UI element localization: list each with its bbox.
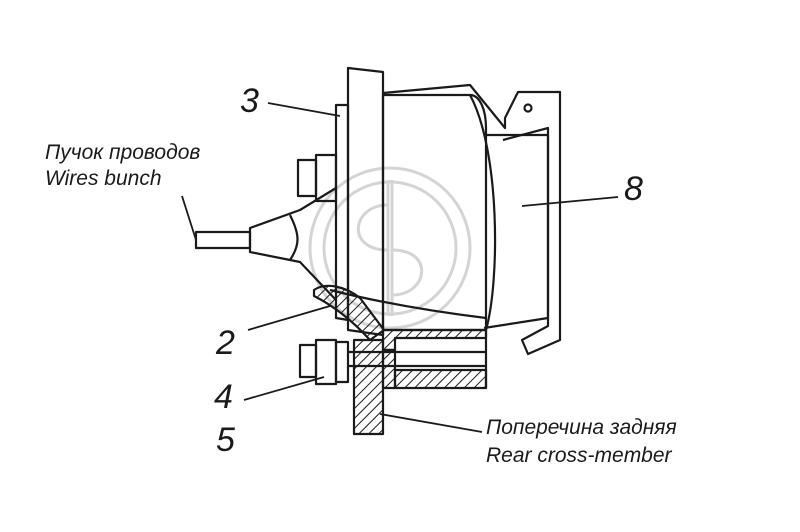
watermark-logo [308,166,472,330]
mounting-bracket [382,83,562,356]
callout-2: 2 [216,324,235,362]
lower-housing-section [393,368,488,390]
callout-3: 3 [240,82,259,120]
leader-wires [181,195,197,241]
cross-member-web [381,348,397,390]
upper-bolt-nut [314,153,338,203]
lamp-lens [483,133,550,330]
leader-4 [243,376,325,401]
callout-4: 4 [214,378,233,416]
lower-bolt-nut [314,338,338,386]
housing-lower-contour [329,288,487,320]
cross-member-label-ru: Поперечина задняя [486,416,677,439]
lower-bolt-head [298,343,318,379]
leader-2 [247,305,331,331]
leader-3 [267,102,341,117]
wires-bunch-label-ru: Пучок проводов [45,141,201,164]
washer [334,340,350,384]
bracket-hole [523,103,533,113]
leader-8 [521,196,619,207]
cross-member-label-en: Rear cross-member [486,444,672,467]
wires-stub [194,230,252,250]
upper-bolt-head [296,158,318,198]
mount-boss-section [381,328,488,352]
rear-cross-member-section [352,338,385,436]
wires-bunch-label-en: Wires bunch [45,167,162,190]
callout-5: 5 [216,421,235,459]
housing-arc [469,94,497,331]
wire-grommet-inner [289,214,299,261]
callout-8: 8 [624,170,643,208]
leader-crossmember [379,413,483,433]
